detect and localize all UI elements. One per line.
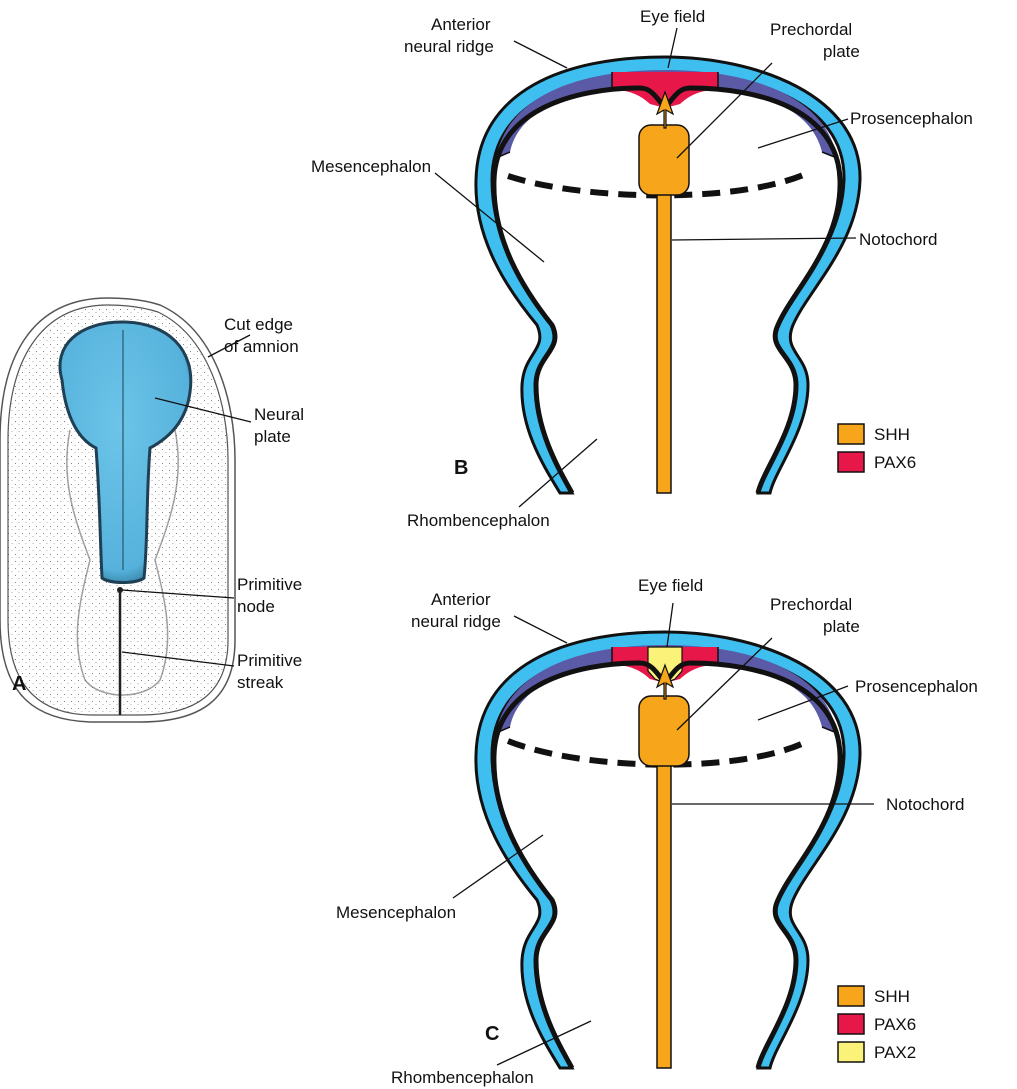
label-rhombencephalon-b: Rhombencephalon [407,511,550,530]
label-prosencephalon-c: Prosencephalon [855,677,978,696]
prechordal-plate [639,125,689,195]
legend-c-label-pax2: PAX2 [874,1043,916,1062]
label-mesencephalon-c: Mesencephalon [336,903,456,922]
panel-c-brain-diagram: Anterior neural ridge Eye field Prechord… [336,576,978,1087]
label-prechordal-b-2: plate [823,42,860,61]
panel-letter-c: C [485,1023,499,1045]
legend-c-swatch-shh [838,986,864,1006]
label-neural-plate-2: plate [254,427,291,446]
label-notochord-b: Notochord [859,230,937,249]
label-mesencephalon-b: Mesencephalon [311,157,431,176]
notochord [657,761,671,1068]
legend-c-swatch-pax6 [838,1014,864,1034]
label-cut-edge-1: Cut edge [224,315,293,334]
leader-anr-c [514,616,567,643]
legend-c-label-pax6: PAX6 [874,1015,916,1034]
panel-b-brain-diagram: Anterior neural ridge Eye field Prechord… [311,7,973,530]
label-rhombencephalon-c: Rhombencephalon [391,1068,534,1087]
label-primitive-streak-2: streak [237,673,284,692]
label-anr-b-2: neural ridge [404,37,494,56]
legend-c: SHH PAX6 PAX2 [838,986,916,1062]
label-primitive-streak-1: Primitive [237,651,302,670]
panel-a-embryo: Cut edge of amnion Neural plate Primitiv… [0,298,304,722]
label-anr-b-1: Anterior [431,15,491,34]
notochord [657,190,671,493]
panel-letter-b: B [454,457,468,479]
label-neural-plate-1: Neural [254,405,304,424]
legend-b-label-pax6: PAX6 [874,453,916,472]
legend-c-label-shh: SHH [874,987,910,1006]
panel-letter-a: A [12,673,26,695]
legend-c-swatch-pax2 [838,1042,864,1062]
label-eye-field-b: Eye field [640,7,705,26]
label-notochord-c: Notochord [886,795,964,814]
leader-rhombencephalon-b [519,439,597,507]
legend-b-swatch-shh [838,424,864,444]
label-anr-c-2: neural ridge [411,612,501,631]
legend-b-label-shh: SHH [874,425,910,444]
label-eye-field-c: Eye field [638,576,703,595]
label-cut-edge-2: of amnion [224,337,299,356]
legend-b: SHH PAX6 [838,424,916,472]
label-primitive-node-1: Primitive [237,575,302,594]
label-prechordal-b-1: Prechordal [770,20,852,39]
label-anr-c-1: Anterior [431,590,491,609]
prechordal-plate [639,696,689,766]
label-primitive-node-2: node [237,597,275,616]
legend-b-swatch-pax6 [838,452,864,472]
label-prechordal-c-1: Prechordal [770,595,852,614]
leader-anr-b [514,41,567,68]
label-prosencephalon-b: Prosencephalon [850,109,973,128]
label-prechordal-c-2: plate [823,617,860,636]
